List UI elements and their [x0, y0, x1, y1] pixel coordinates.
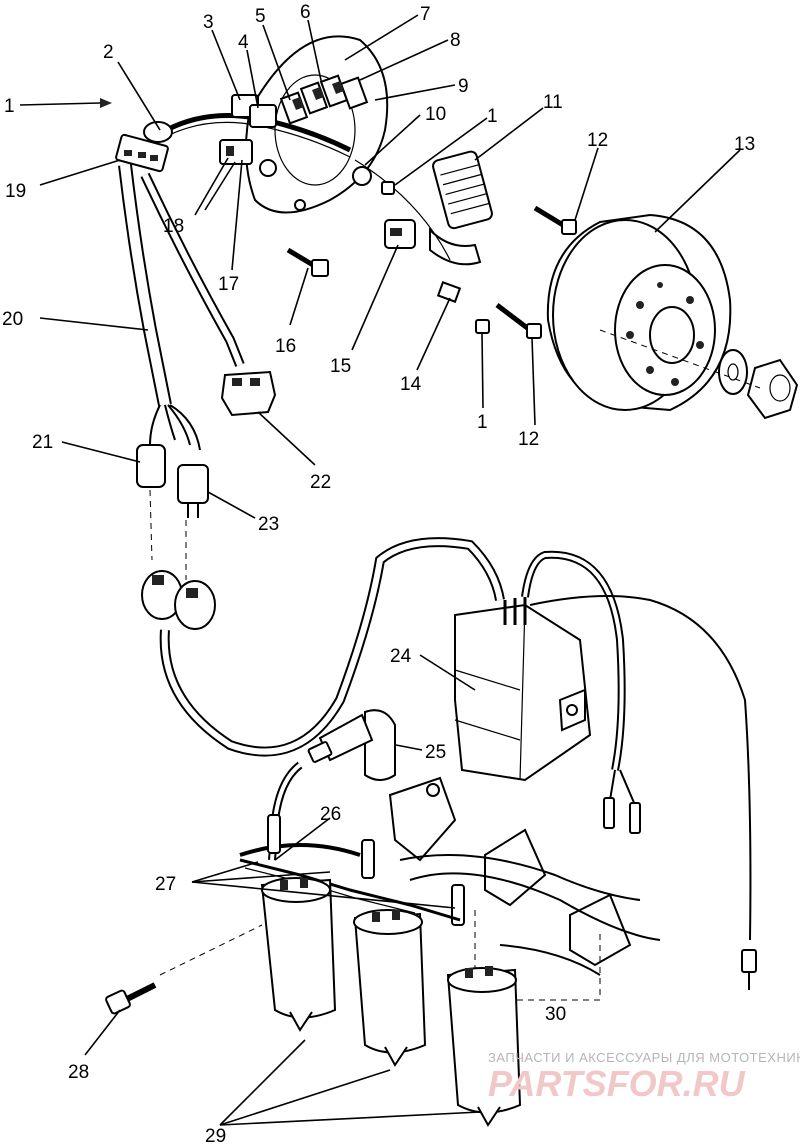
connector-22 — [220, 370, 277, 417]
callout-12b: 12 — [518, 429, 539, 450]
callout-14: 14 — [400, 374, 422, 395]
pulser-coil — [384, 219, 416, 249]
callout-9: 9 — [458, 76, 469, 97]
spacer — [361, 839, 375, 879]
callout-11: 11 — [543, 92, 563, 113]
callout-18: 18 — [163, 216, 184, 237]
connector-21 — [136, 444, 166, 488]
stator-coil-cluster — [279, 74, 369, 125]
ignition-coil-2 — [353, 909, 427, 1067]
ignition-coil-3 — [446, 966, 522, 1127]
coil-bracket-right — [484, 828, 632, 967]
bullet-connectors — [603, 769, 641, 834]
screw-stator — [286, 247, 329, 277]
callout-15: 15 — [330, 356, 351, 377]
nut — [475, 319, 490, 334]
flywheel-washer — [718, 349, 748, 395]
callout-3: 3 — [203, 12, 214, 33]
callout-4: 4 — [238, 32, 249, 53]
lighting-coil — [429, 150, 493, 266]
spacer — [451, 884, 465, 926]
screw-lower — [495, 303, 542, 339]
callout-10: 10 — [425, 104, 446, 125]
spark-plug-cap — [307, 709, 396, 781]
callout-1b: 1 — [487, 106, 498, 127]
harness-breakout — [149, 404, 201, 451]
ignition-coil-1 — [260, 877, 337, 1032]
callout-23: 23 — [258, 514, 279, 535]
callout-labels: 1 2 3 4 5 6 7 8 9 10 1 11 12 13 19 18 17… — [2, 2, 755, 1145]
callout-17: 17 — [218, 274, 239, 295]
callout-16: 16 — [275, 336, 296, 357]
callout-7: 7 — [420, 4, 431, 25]
callout-25: 25 — [425, 742, 446, 763]
callout-5: 5 — [255, 6, 266, 27]
callout-20: 20 — [2, 309, 23, 330]
leader-lines — [19, 14, 741, 1126]
flywheel-nut — [746, 358, 799, 420]
grommet-2 — [143, 121, 173, 143]
callout-12a: 12 — [587, 130, 608, 151]
callout-8: 8 — [450, 30, 461, 51]
callout-2: 2 — [103, 42, 114, 63]
callout-29: 29 — [205, 1126, 226, 1145]
coil-bracket-26 — [239, 776, 457, 862]
bolt-28 — [105, 982, 157, 1015]
callout-13: 13 — [734, 134, 755, 155]
watermark-brand: PARTSFOR.RU — [488, 1063, 746, 1104]
watermark-tagline: ЗАПЧАСТИ И АКСЕССУАРЫ ДЛЯ МОТОТЕХНИКИ — [488, 1050, 800, 1065]
wire-clamp — [436, 281, 462, 303]
connector-23 — [177, 464, 209, 518]
harness-connector-19 — [115, 133, 169, 173]
callout-28: 28 — [68, 1062, 89, 1083]
callout-22: 22 — [310, 472, 331, 493]
flywheel — [546, 213, 732, 412]
callout-19: 19 — [5, 181, 26, 202]
screw-upper — [533, 205, 577, 235]
callout-1c: 1 — [477, 412, 488, 433]
watermark: ЗАПЧАСТИ И АКСЕССУАРЫ ДЛЯ МОТОТЕХНИКИ PA… — [488, 1050, 800, 1104]
mating-connectors — [141, 570, 216, 630]
callout-24: 24 — [390, 646, 412, 667]
connector-18 — [219, 139, 253, 165]
cdi-box — [454, 603, 592, 782]
callout-30: 30 — [545, 1004, 566, 1025]
ground-terminal — [741, 949, 757, 990]
callout-27: 27 — [155, 874, 176, 895]
spacer — [267, 814, 281, 854]
nut — [381, 181, 395, 195]
callout-1a: 1 — [4, 96, 15, 117]
callout-26: 26 — [320, 804, 341, 825]
callout-21: 21 — [32, 432, 53, 453]
callout-6: 6 — [300, 2, 311, 23]
